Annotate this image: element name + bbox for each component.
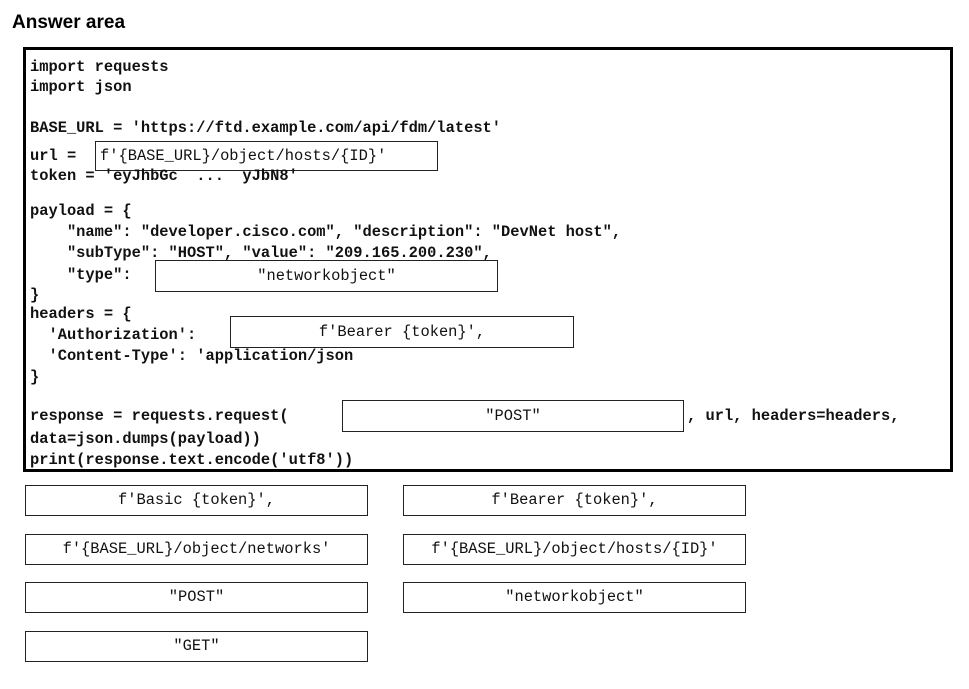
code-line-import-requests: import requests	[30, 58, 169, 76]
code-line-payload-subtype: "subType": "HOST", "value": "209.165.200…	[30, 244, 492, 262]
option-post[interactable]: "POST"	[25, 582, 368, 613]
drop-zone-url[interactable]: f'{BASE_URL}/object/hosts/{ID}'	[95, 141, 438, 171]
code-line-payload-close: }	[30, 286, 40, 304]
code-line-token: token = 'eyJhbGc ... yJbN8'	[30, 167, 298, 185]
code-line-print: print(response.text.encode('utf8'))	[30, 451, 354, 469]
drop-zone-method[interactable]: "POST"	[342, 400, 684, 432]
code-line-payload-type-key: "type":	[30, 266, 132, 284]
code-line-headers-close: }	[30, 368, 40, 386]
code-line-response-suffix: , url, headers=headers,	[687, 407, 900, 425]
code-line-payload-name: "name": "developer.cisco.com", "descript…	[30, 223, 622, 241]
option-bearer-token[interactable]: f'Bearer {token}',	[403, 485, 746, 516]
code-line-headers-open: headers = {	[30, 305, 132, 323]
code-line-payload-open: payload = {	[30, 202, 132, 220]
code-line-response-prefix: response = requests.request(	[30, 407, 289, 425]
code-line-content-type: 'Content-Type': 'application/json	[30, 347, 354, 365]
option-url-hosts-id[interactable]: f'{BASE_URL}/object/hosts/{ID}'	[403, 534, 746, 565]
code-line-url-prefix: url =	[30, 147, 86, 165]
answer-area-title: Answer area	[12, 12, 126, 33]
option-basic-token[interactable]: f'Basic {token}',	[25, 485, 368, 516]
option-url-networks[interactable]: f'{BASE_URL}/object/networks'	[25, 534, 368, 565]
option-get[interactable]: "GET"	[25, 631, 368, 662]
drop-zone-authorization[interactable]: f'Bearer {token}',	[230, 316, 574, 348]
code-line-authorization-key: 'Authorization':	[30, 326, 197, 344]
option-networkobject[interactable]: "networkobject"	[403, 582, 746, 613]
drop-zone-type[interactable]: "networkobject"	[155, 260, 498, 292]
code-line-import-json: import json	[30, 78, 132, 96]
code-line-data: data=json.dumps(payload))	[30, 430, 261, 448]
code-line-base-url: BASE_URL = 'https://ftd.example.com/api/…	[30, 119, 502, 137]
answer-area-box	[23, 47, 953, 472]
